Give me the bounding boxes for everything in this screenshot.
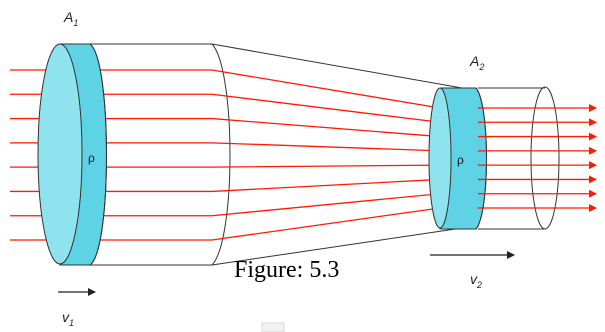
density-out-label: ρ (457, 153, 464, 167)
area-out-label: A2 (469, 53, 484, 72)
taper-top-edge (211, 43, 463, 89)
outlet-fluid-slice (428, 87, 487, 230)
outlet-streamline-arrows (478, 104, 597, 212)
outlet-slice-back-edge (475, 87, 487, 230)
velocity-in-label: v1 (62, 309, 74, 328)
inlet-cylinder-back-rim (211, 43, 231, 266)
figure-caption: Figure: 5.3 (234, 257, 340, 283)
density-in-label: ρ (88, 151, 95, 165)
caption-placeholder-box (261, 322, 285, 332)
area-in-label: A1 (63, 9, 78, 28)
inlet-slice-face (37, 43, 83, 265)
inlet-slice-back-edge (89, 43, 107, 266)
velocity-out-label: v2 (470, 271, 482, 290)
outlet-cylinder-end-rim (530, 86, 560, 230)
inlet-fluid-slice (37, 43, 107, 266)
taper-bottom-edge (211, 227, 463, 266)
outlet-slice-face (428, 87, 452, 229)
